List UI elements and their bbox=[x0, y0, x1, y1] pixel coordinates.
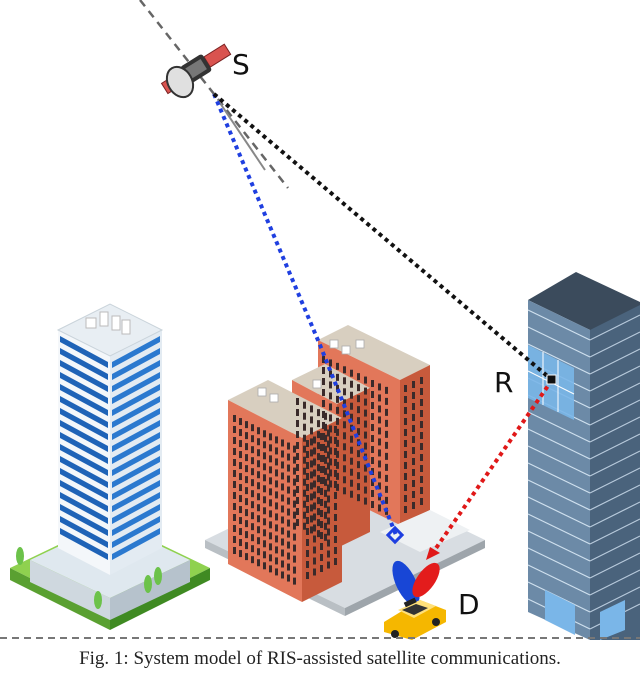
system-model-diagram: S R D bbox=[0, 0, 640, 640]
satellite-to-ris-link bbox=[212, 92, 554, 382]
satellite-icon bbox=[139, 0, 289, 189]
red-arrowhead bbox=[426, 547, 440, 560]
blue-arrowhead bbox=[385, 525, 405, 545]
middle-buildings bbox=[205, 325, 485, 616]
ris-to-destination-link bbox=[430, 378, 554, 556]
ris-label: R bbox=[494, 366, 513, 399]
signal-links bbox=[212, 92, 557, 560]
ris-marker bbox=[546, 374, 557, 385]
right-skyscraper bbox=[527, 272, 640, 640]
figure-caption: Fig. 1: System model of RIS-assisted sat… bbox=[79, 648, 561, 669]
satellite-label: S bbox=[232, 48, 250, 81]
destination-label: D bbox=[458, 588, 480, 621]
direct-link bbox=[212, 93, 398, 536]
left-skyscraper bbox=[10, 303, 210, 630]
destination-car bbox=[384, 560, 446, 640]
